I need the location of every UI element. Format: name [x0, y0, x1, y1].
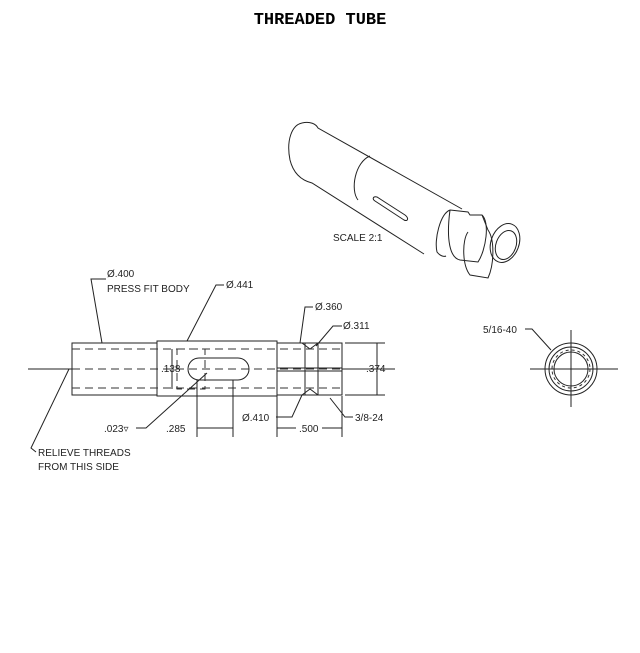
end-thread-spec-callout: 5/16-40 — [483, 325, 517, 336]
press-fit-label: PRESS FIT BODY — [107, 284, 190, 295]
flange-dia-callout: Ø.410 — [242, 413, 270, 424]
slot-length-dim: .285 — [166, 424, 186, 435]
thread-length-dim: .500 — [299, 424, 319, 435]
slot-width-dim: .138 — [161, 364, 181, 375]
isometric-view: SCALE 2:1 — [288, 121, 521, 279]
groove-dia-callout: Ø.311 — [343, 321, 370, 332]
press-fit-dia-callout: Ø.400 — [107, 269, 135, 280]
side-view: .138 .374 Ø.400 PRESS FIT BODY Ø.441 Ø.3… — [28, 269, 395, 473]
scale-label: SCALE 2:1 — [333, 233, 383, 244]
end-view: 5/16-40 — [483, 325, 618, 407]
relieve-note-line1: RELIEVE THREADS — [38, 448, 131, 459]
relieve-note-line2: FROM THIS SIDE — [38, 462, 119, 473]
thread-spec-callout: 3/8-24 — [355, 413, 384, 424]
body-dia-callout: Ø.441 — [226, 280, 254, 291]
inner-dia-dim: .374 — [366, 364, 386, 375]
slot-depth-callout: .023▿ — [104, 424, 128, 435]
thread-dia-callout: Ø.360 — [315, 302, 343, 313]
drawing-title: THREADED TUBE — [254, 11, 387, 30]
